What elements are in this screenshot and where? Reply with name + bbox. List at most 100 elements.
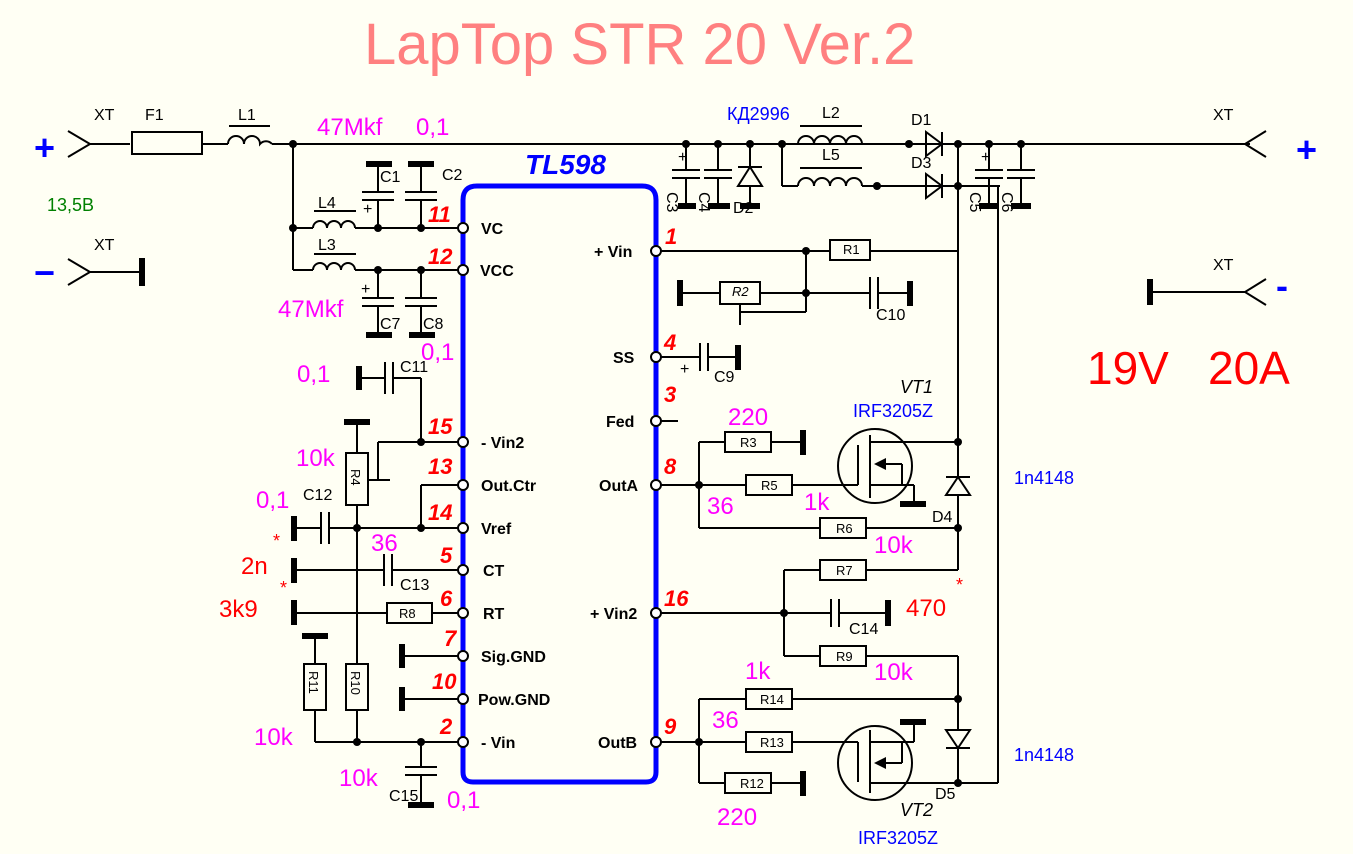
c13-label: C13: [400, 577, 429, 594]
c1-value: 47Mkf: [317, 114, 383, 141]
r10-value: 10k: [339, 765, 379, 792]
r1-label: R1: [843, 242, 860, 257]
r13-label: R13: [760, 735, 784, 750]
inductor-l4: [312, 220, 356, 229]
r5-value-36: 36: [707, 493, 734, 520]
r9-label: R9: [836, 649, 853, 664]
d4-part-number: 1n4148: [1014, 468, 1074, 488]
c10-label: C10: [876, 307, 905, 324]
c5-plus: +: [981, 149, 990, 166]
inductor-l1: [227, 135, 273, 147]
l1-label: L1: [238, 107, 256, 124]
pin-11-terminal: [457, 222, 469, 234]
pin-1-label: + Vin: [594, 244, 632, 261]
pin-8-terminal: [650, 479, 662, 491]
pin-16: 16+ Vin2: [590, 586, 689, 623]
r11-label: R11: [306, 671, 321, 694]
r9-value: 10k: [874, 659, 914, 686]
pin-12-label: VCC: [480, 263, 514, 280]
r6-value: 10k: [874, 532, 914, 559]
d4-label: D4: [932, 509, 953, 526]
pin-8-label: OutA: [599, 478, 639, 495]
r13-value: 36: [712, 707, 739, 734]
output-minus-sign: -: [1276, 265, 1288, 306]
pin-16-label: + Vin2: [590, 606, 637, 623]
pin-5: 5CT: [440, 543, 505, 580]
pin-5-number: 5: [440, 543, 453, 568]
r14-value: 1k: [745, 658, 771, 685]
c1-label: C1: [380, 169, 401, 186]
c7-value: 47Mkf: [278, 296, 344, 323]
r2-label: R2: [732, 284, 749, 299]
c3-plus: +: [678, 149, 687, 166]
pin-12-number: 12: [428, 244, 453, 269]
c7-label: C7: [380, 316, 401, 333]
output-current: 20A: [1208, 342, 1290, 394]
diode-d4: [944, 475, 972, 496]
input-plus-connector: [67, 130, 92, 158]
pin-9-label: OutB: [598, 735, 637, 752]
c2-value: 0,1: [416, 114, 449, 141]
c13-value: 36: [371, 530, 398, 557]
pin-9-number: 9: [664, 714, 677, 739]
inductor-l2: [797, 135, 863, 145]
pin-5-label: CT: [483, 563, 505, 580]
pin-3-terminal: [650, 415, 662, 427]
schematic-title: LapTop STR 20 Ver.2: [364, 12, 915, 77]
c11-value: 0,1: [297, 361, 330, 388]
c14-value: 470: [906, 595, 946, 622]
pin-9-terminal: [650, 736, 662, 748]
c13-red-value: 2n: [241, 553, 268, 580]
mosfet-vt2: [837, 719, 998, 801]
input-minus-sign: −: [34, 252, 55, 293]
c15-value: 0,1: [447, 787, 480, 814]
pin-15-number: 15: [428, 414, 453, 439]
c3-label: C3: [663, 192, 680, 213]
pin-6-number: 6: [440, 586, 453, 611]
r10-label: R10: [348, 671, 363, 695]
pin-15-terminal: [457, 436, 469, 448]
inductor-l5: [797, 177, 863, 187]
c1-plus: +: [363, 201, 372, 218]
pin-2-terminal: [457, 736, 469, 748]
inductor-l3: [312, 262, 356, 271]
c14-label: C14: [849, 621, 878, 638]
pin-1-terminal: [650, 245, 662, 257]
pin-10-label: Pow.GND: [478, 692, 550, 709]
diode-d5: [944, 729, 972, 750]
pin-4: 4SS: [613, 330, 676, 367]
c7-plus: +: [361, 281, 370, 298]
input-minus-connector-label: XT: [94, 237, 115, 254]
pin-7-label: Sig.GND: [481, 649, 546, 666]
d5-part-number: 1n4148: [1014, 745, 1074, 765]
pin-4-terminal: [650, 351, 662, 363]
pin-6: 6RT: [440, 586, 505, 623]
pin-10-number: 10: [432, 669, 457, 694]
pin-6-terminal: [457, 607, 469, 619]
r5-label: R5: [761, 478, 778, 493]
d1-label: D1: [911, 112, 932, 129]
c11-label: C11: [400, 359, 428, 376]
c9-label: C9: [714, 369, 735, 386]
pin-14-terminal: [457, 522, 469, 534]
output-voltage: 19V: [1087, 342, 1169, 394]
d3-label: D3: [911, 155, 932, 172]
output-minus-connector: [1243, 278, 1267, 306]
input-plus-sign: +: [34, 127, 55, 168]
pin-4-number: 4: [663, 330, 676, 355]
pin-13-label: Out.Ctr: [481, 478, 536, 495]
l2-label: L2: [822, 105, 840, 122]
pin-14-label: Vref: [481, 521, 512, 538]
c6-label: C6: [998, 192, 1015, 213]
pin-11-number: 11: [428, 202, 451, 227]
c13-star: *: [280, 578, 287, 598]
diode-d1: [925, 130, 944, 158]
pin-5-terminal: [457, 564, 469, 576]
pin-3-label: Fed: [606, 414, 634, 431]
pin-15: 15- Vin2: [428, 414, 524, 452]
